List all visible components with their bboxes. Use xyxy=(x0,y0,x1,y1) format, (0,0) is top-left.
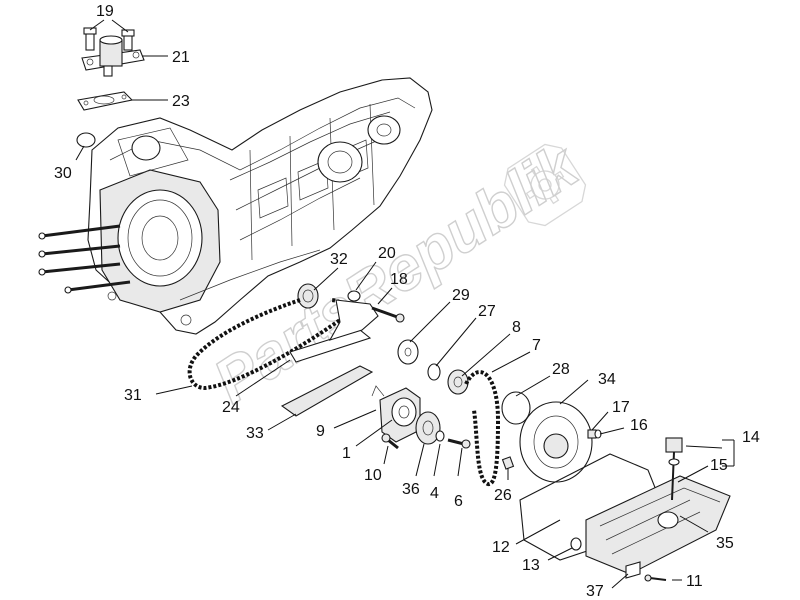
label-14: 14 xyxy=(742,429,760,446)
part-36-gear xyxy=(415,411,441,445)
label-17: 17 xyxy=(612,399,630,416)
label-18: 18 xyxy=(390,271,408,288)
crankcase-housing xyxy=(38,77,433,335)
label-13: 13 xyxy=(522,557,540,574)
leader-lines xyxy=(75,19,735,589)
label-27: 27 xyxy=(478,303,496,320)
part-31-chain xyxy=(187,298,347,391)
part-1-oil-pump xyxy=(371,385,421,443)
label-19: 19 xyxy=(96,3,114,20)
part-30-o-ring xyxy=(76,132,96,148)
label-31: 31 xyxy=(124,387,142,404)
part-number-labels: 19 21 23 30 32 20 18 29 27 8 7 28 34 31 … xyxy=(54,3,760,600)
label-1: 1 xyxy=(342,445,351,462)
label-36: 36 xyxy=(402,481,420,498)
part-19-bolts xyxy=(83,27,135,51)
label-6: 6 xyxy=(454,493,463,510)
part-33-guide xyxy=(280,365,374,417)
part-4-washer xyxy=(435,430,445,442)
watermark-gear-icon xyxy=(503,143,587,227)
label-29: 29 xyxy=(452,287,470,304)
part-20-shoe xyxy=(328,299,379,341)
part-6-bolt xyxy=(447,438,471,449)
part-35-oil-pan xyxy=(585,475,731,575)
label-9: 9 xyxy=(316,423,325,440)
label-26: 26 xyxy=(494,487,512,504)
label-4: 4 xyxy=(430,485,439,502)
label-11: 11 xyxy=(686,573,703,590)
part-10-bolt xyxy=(381,433,399,450)
cylinder-studs xyxy=(38,224,131,294)
label-21: 21 xyxy=(172,49,190,66)
label-30: 30 xyxy=(54,165,72,182)
part-11-bolt xyxy=(644,574,667,582)
part-21-tensioner xyxy=(81,35,145,77)
part-7-chain xyxy=(464,370,501,486)
part-27-circlip xyxy=(427,363,441,381)
part-34-cover xyxy=(519,401,593,483)
label-12: 12 xyxy=(492,539,510,556)
part-32-sprocket xyxy=(297,283,319,309)
label-37: 37 xyxy=(586,583,604,600)
label-32: 32 xyxy=(330,251,348,268)
label-33: 33 xyxy=(246,425,264,442)
label-34: 34 xyxy=(598,371,616,388)
part-23-gasket xyxy=(77,91,134,111)
label-7: 7 xyxy=(532,337,541,354)
label-23: 23 xyxy=(172,93,190,110)
label-20: 20 xyxy=(378,245,396,262)
label-15: 15 xyxy=(710,457,728,474)
label-8: 8 xyxy=(512,319,521,336)
part-18-bolt xyxy=(347,290,405,323)
label-16: 16 xyxy=(630,417,648,434)
part-37-clip xyxy=(625,561,641,579)
part-28-seal xyxy=(501,391,531,425)
label-24: 24 xyxy=(222,399,240,416)
label-28: 28 xyxy=(552,361,570,378)
label-10: 10 xyxy=(364,467,382,484)
label-35: 35 xyxy=(716,535,734,552)
part-29-washer xyxy=(397,339,419,365)
part-14-dipstick xyxy=(665,437,683,501)
part-13-screw xyxy=(570,537,582,551)
part-26-pin xyxy=(501,456,515,470)
